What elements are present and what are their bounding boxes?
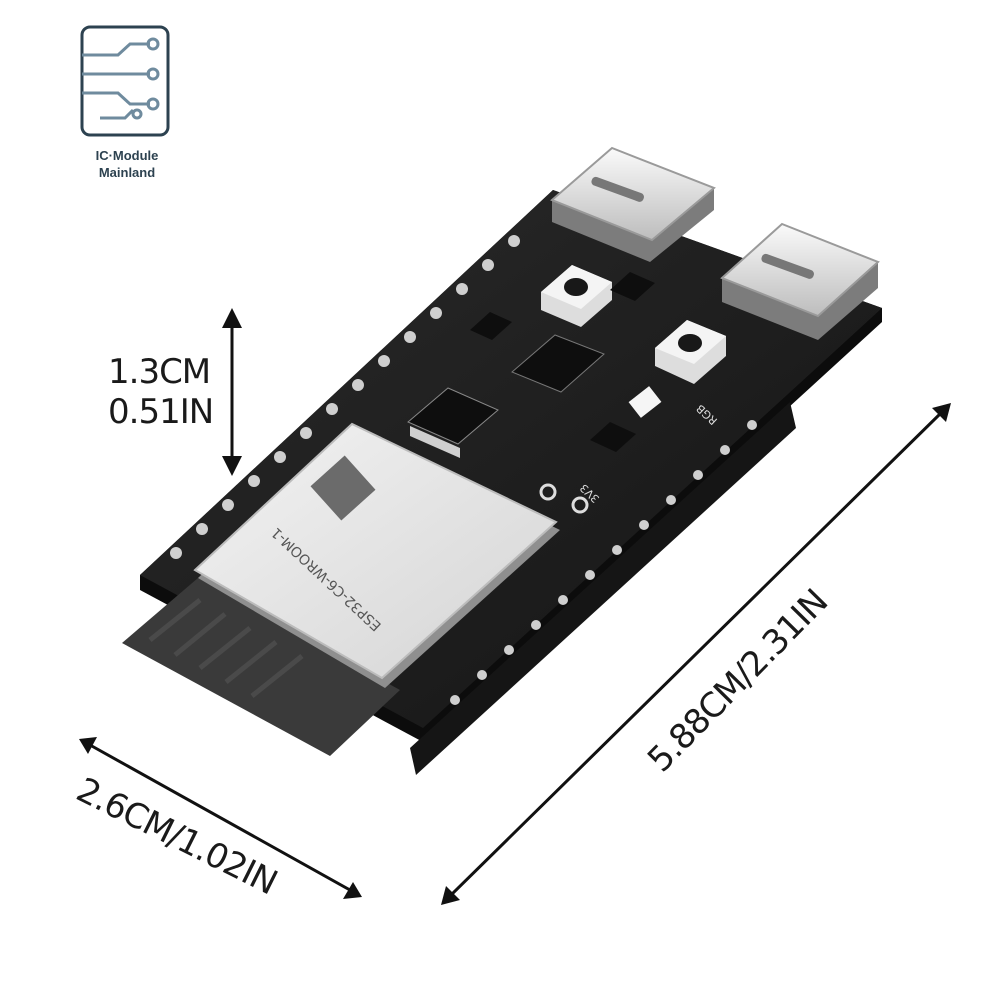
rgb-led	[628, 386, 662, 418]
ldo-regulator	[407, 387, 499, 445]
usb-c-port-2	[720, 222, 880, 340]
usb-uart-chip	[511, 334, 605, 393]
header-pins	[433, 459, 769, 803]
brand-name-line1: IC·Module	[95, 148, 159, 163]
boot-button	[541, 265, 612, 327]
pcb-antenna	[122, 578, 400, 756]
brand-name-line2: Mainland	[98, 165, 156, 180]
esp32-dev-board: ESP32-C6-WROOM-1	[122, 146, 882, 803]
height-in: 0.51IN	[108, 392, 214, 432]
height-dimension-label: 1.3CM 0.51IN	[108, 352, 214, 432]
reset-button	[655, 320, 726, 384]
height-cm: 1.3CM	[108, 352, 211, 392]
left-edge-pads	[170, 235, 520, 559]
pin-header	[410, 402, 796, 775]
height-dimension-arrow	[222, 308, 242, 476]
brand-logo: IC·Module Mainland	[72, 22, 182, 182]
rf-module-shield	[193, 422, 558, 680]
length-dimension-arrow	[441, 403, 951, 905]
usb-c-port-1	[550, 146, 716, 262]
brand-logo-icon	[80, 25, 170, 137]
width-dimension-arrow	[79, 737, 362, 899]
